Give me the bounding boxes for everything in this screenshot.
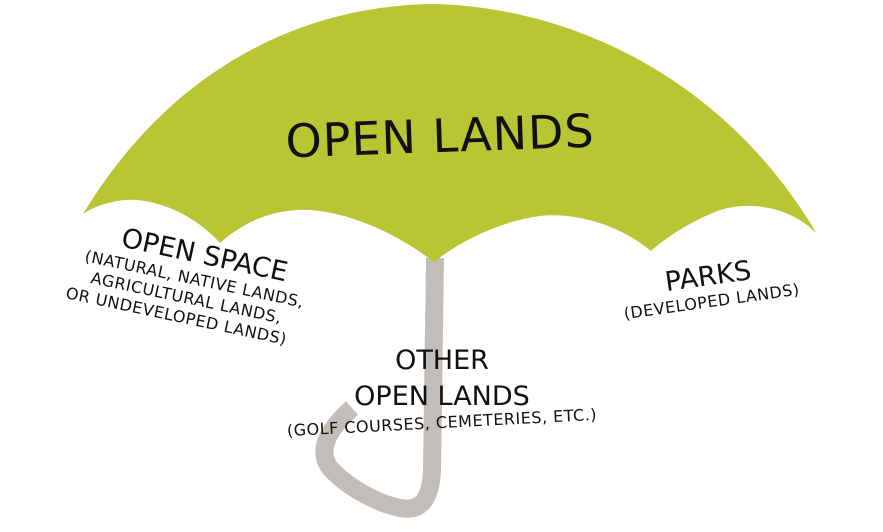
canopy-title: OPEN LANDS	[285, 104, 596, 169]
section-parks: PARKS (DEVELOPED LANDS)	[623, 255, 801, 323]
section-heading-line: OTHER	[395, 345, 489, 376]
umbrella-handle	[315, 257, 444, 518]
section-heading-line: OPEN LANDS	[354, 381, 530, 412]
section-open-space: OPEN SPACE (NATURAL, NATIVE LANDS, AGRIC…	[64, 223, 306, 349]
section-other-open-lands: OTHER OPEN LANDS (GOLF COURSES, CEMETERI…	[286, 345, 597, 440]
umbrella-canopy	[83, 4, 817, 262]
